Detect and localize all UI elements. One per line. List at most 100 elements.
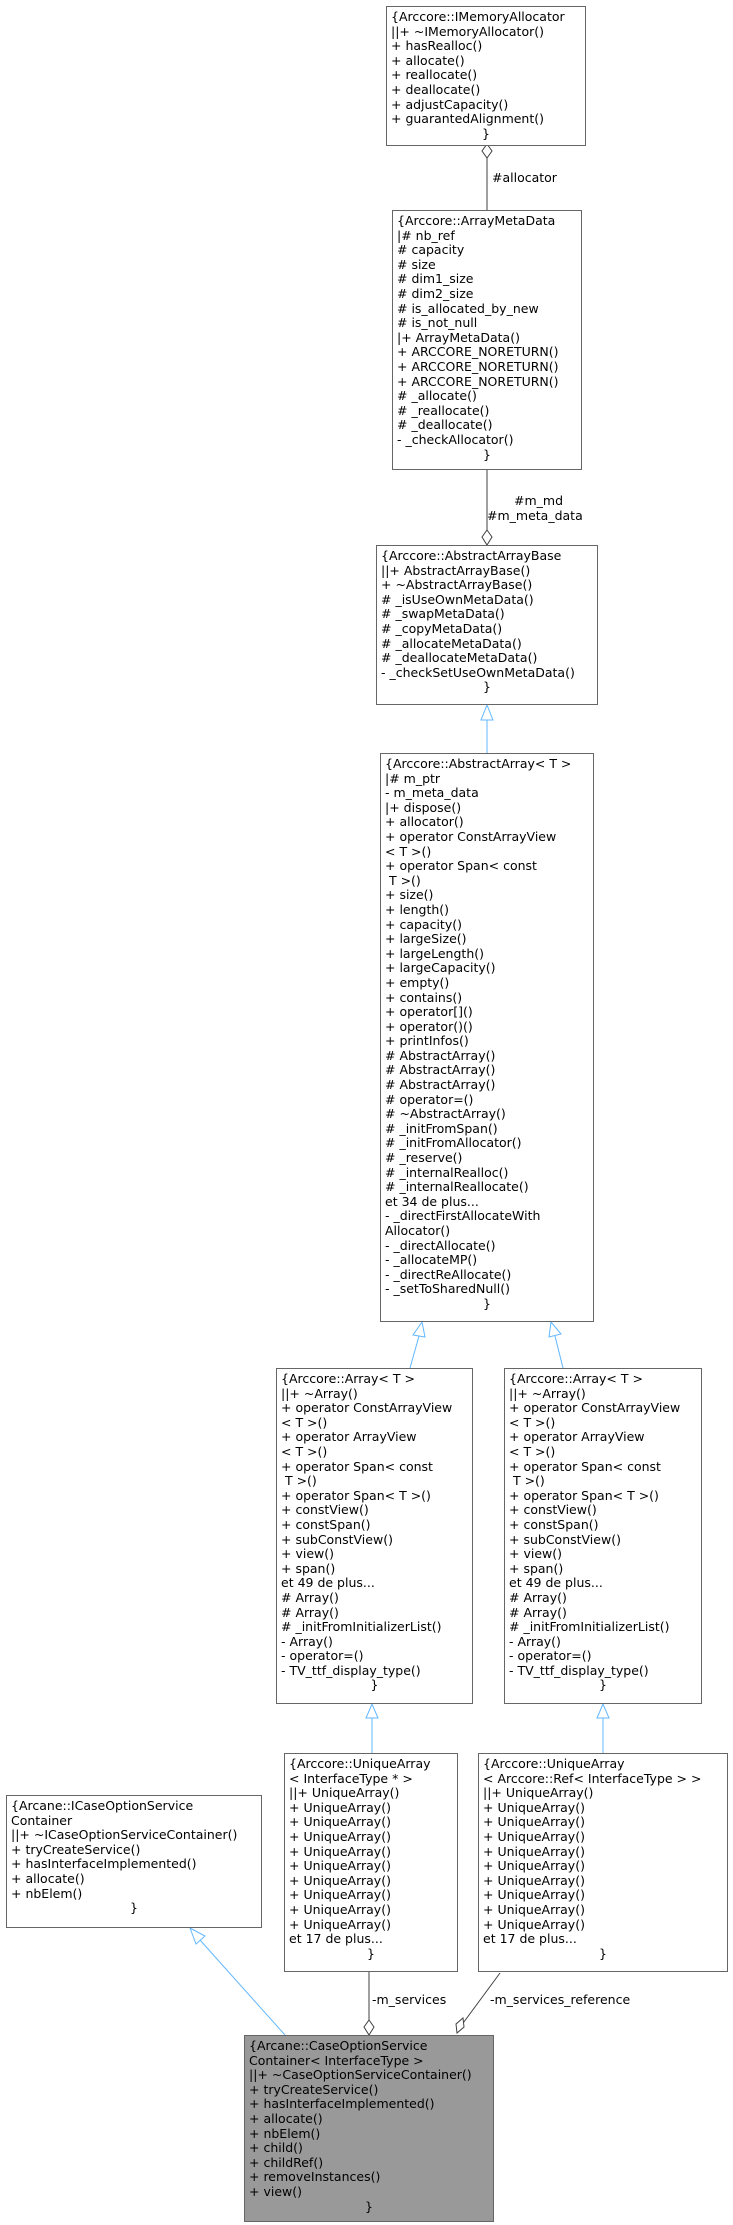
class-member-line: + span() (281, 1560, 336, 1576)
class-member-line: < T >() (281, 1414, 328, 1430)
class-member-line: + view() (281, 1546, 334, 1562)
class-array-right[interactable]: {Arccore::Array< T >||+ ~Array()+ operat… (504, 1368, 702, 1704)
class-member-line: - _allocateMP() (385, 1252, 478, 1268)
class-member-line: |# m_ptr (385, 770, 441, 786)
class-member-line: # _reserve() (385, 1150, 463, 1166)
edge-label-m-services: -m_services (372, 1992, 447, 2007)
class-array-left[interactable]: {Arccore::Array< T >||+ ~Array()+ operat… (276, 1368, 473, 1704)
class-member-line: + view() (249, 2183, 302, 2199)
class-member-line: + allocator() (385, 814, 464, 830)
class-member-line: {Arcane::CaseOptionService (249, 2038, 428, 2053)
class-array-meta-data[interactable]: {Arccore::ArrayMetaData|# nb_ref# capaci… (392, 210, 582, 470)
class-member-line: # _swapMetaData() (381, 606, 505, 622)
class-member-line: + child() (249, 2140, 303, 2156)
class-member-line: T >() (509, 1473, 545, 1489)
class-member-line: + deallocate() (391, 81, 481, 97)
class-member-line: {Arcane::ICaseOptionService (11, 1798, 194, 1813)
arrow-array-left (412, 1320, 426, 1338)
class-member-line: + UniqueArray() (483, 1858, 585, 1874)
class-member-line: - _directReAllocate() (385, 1266, 512, 1282)
class-member-line: } (367, 1945, 375, 1961)
class-member-line: + operator()() (385, 1018, 473, 1034)
class-member-line: # _allocate() (397, 388, 477, 404)
class-member-line: + UniqueArray() (483, 1916, 585, 1932)
class-member-line: + allocate() (11, 1870, 85, 1886)
edge-array-right (554, 1335, 564, 1369)
class-unique-array-interface[interactable]: {Arccore::UniqueArray< InterfaceType * >… (284, 1753, 458, 1972)
class-member-line: + subConstView() (509, 1531, 621, 1547)
class-member-line: Container (11, 1812, 73, 1828)
class-member-line: T >() (385, 872, 421, 888)
class-member-line: - operator=() (281, 1648, 364, 1664)
class-member-line: - m_meta_data (385, 785, 479, 801)
class-member-line: + UniqueArray() (289, 1872, 391, 1888)
class-member-line: + constSpan() (509, 1516, 599, 1532)
class-member-line: + UniqueArray() (483, 1872, 585, 1888)
class-member-line: # _isUseOwnMetaData() (381, 591, 534, 607)
class-member-line: + empty() (385, 974, 450, 990)
class-member-line: < T >() (509, 1414, 556, 1430)
class-member-line: + UniqueArray() (289, 1901, 391, 1917)
class-member-line: {Arccore::AbstractArrayBase (381, 548, 562, 563)
edge-icase (199, 1939, 286, 2036)
class-member-line: - _setToSharedNull() (385, 1281, 510, 1297)
class-member-line: - _directFirstAllocateWith (385, 1208, 541, 1224)
class-member-line: - Array() (509, 1633, 561, 1649)
class-member-line: - TV_ttf_display_type() (509, 1662, 649, 1678)
class-member-line: # Array() (281, 1589, 339, 1605)
class-member-line: {Arccore::UniqueArray (483, 1756, 625, 1771)
class-member-line: + tryCreateService() (249, 2081, 379, 2097)
class-member-line: - TV_ttf_display_type() (281, 1662, 421, 1678)
class-member-line: + UniqueArray() (289, 1887, 391, 1903)
class-member-line: {Arccore::AbstractArray< T > (385, 756, 572, 771)
class-member-line: # ~AbstractArray() (385, 1106, 506, 1122)
class-member-line: < T >() (281, 1443, 328, 1459)
class-abstract-array-base[interactable]: {Arccore::AbstractArrayBase||+ AbstractA… (376, 545, 598, 705)
class-member-line: + UniqueArray() (289, 1828, 391, 1844)
class-imemory-allocator[interactable]: {Arccore::IMemoryAllocator||+ ~IMemoryAl… (386, 6, 586, 146)
class-member-line: # Array() (281, 1604, 339, 1620)
class-member-line: + UniqueArray() (289, 1843, 391, 1859)
class-member-line: } (599, 1677, 607, 1693)
class-member-line: Allocator() (385, 1223, 451, 1238)
class-member-line: + reallocate() (391, 67, 478, 83)
class-member-line: - Array() (281, 1633, 333, 1649)
class-member-line: + largeLength() (385, 945, 484, 961)
arrow-unique-iface (365, 1702, 379, 1719)
class-member-line: + operator Span< T >() (509, 1487, 659, 1503)
class-member-line: } (483, 446, 491, 462)
class-member-line: |+ dispose() (385, 799, 462, 815)
class-member-line: + tryCreateService() (11, 1841, 141, 1857)
class-member-line: + operator ArrayView (281, 1429, 417, 1445)
class-member-line: + length() (385, 901, 450, 917)
class-member-line: + UniqueArray() (483, 1799, 585, 1815)
class-member-line: + constSpan() (281, 1516, 371, 1532)
class-member-line: # _initFromAllocator() (385, 1135, 522, 1151)
class-abstract-array[interactable]: {Arccore::AbstractArray< T >|# m_ptr- m_… (380, 753, 594, 1322)
class-member-line: } (483, 1295, 491, 1311)
edge-label-allocator: #allocator (492, 170, 557, 185)
class-member-line: # AbstractArray() (385, 1047, 496, 1063)
class-member-line: # _internalReallocate() (385, 1179, 529, 1195)
class-member-line: # AbstractArray() (385, 1077, 496, 1093)
class-member-line: + UniqueArray() (289, 1799, 391, 1815)
class-member-line: - _directAllocate() (385, 1237, 496, 1253)
class-member-line: + ARCCORE_NORETURN() (397, 373, 559, 389)
class-member-line: + hasRealloc() (391, 38, 483, 54)
class-member-line: + constView() (281, 1502, 369, 1518)
class-member-line: + UniqueArray() (289, 1916, 391, 1932)
class-member-line: + operator ConstArrayView (385, 828, 557, 844)
class-member-line: + UniqueArray() (483, 1901, 585, 1917)
class-unique-array-ref[interactable]: {Arccore::UniqueArray< Arccore::Ref< Int… (478, 1753, 728, 1972)
class-member-line: - _checkAllocator() (397, 431, 514, 447)
class-member-line: + allocate() (249, 2110, 323, 2126)
class-member-line: |# nb_ref (397, 227, 455, 243)
class-member-line: # is_allocated_by_new (397, 300, 539, 316)
edge-label-m-md: #m_md (514, 493, 564, 508)
class-member-line: # dim2_size (397, 285, 474, 301)
class-member-line: ||+ AbstractArrayBase() (381, 562, 531, 578)
class-member-line: } (482, 125, 490, 141)
